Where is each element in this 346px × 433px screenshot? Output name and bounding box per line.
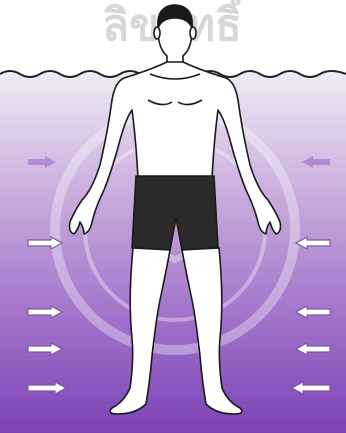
ear-right [190, 27, 196, 39]
ear-left [154, 27, 160, 39]
